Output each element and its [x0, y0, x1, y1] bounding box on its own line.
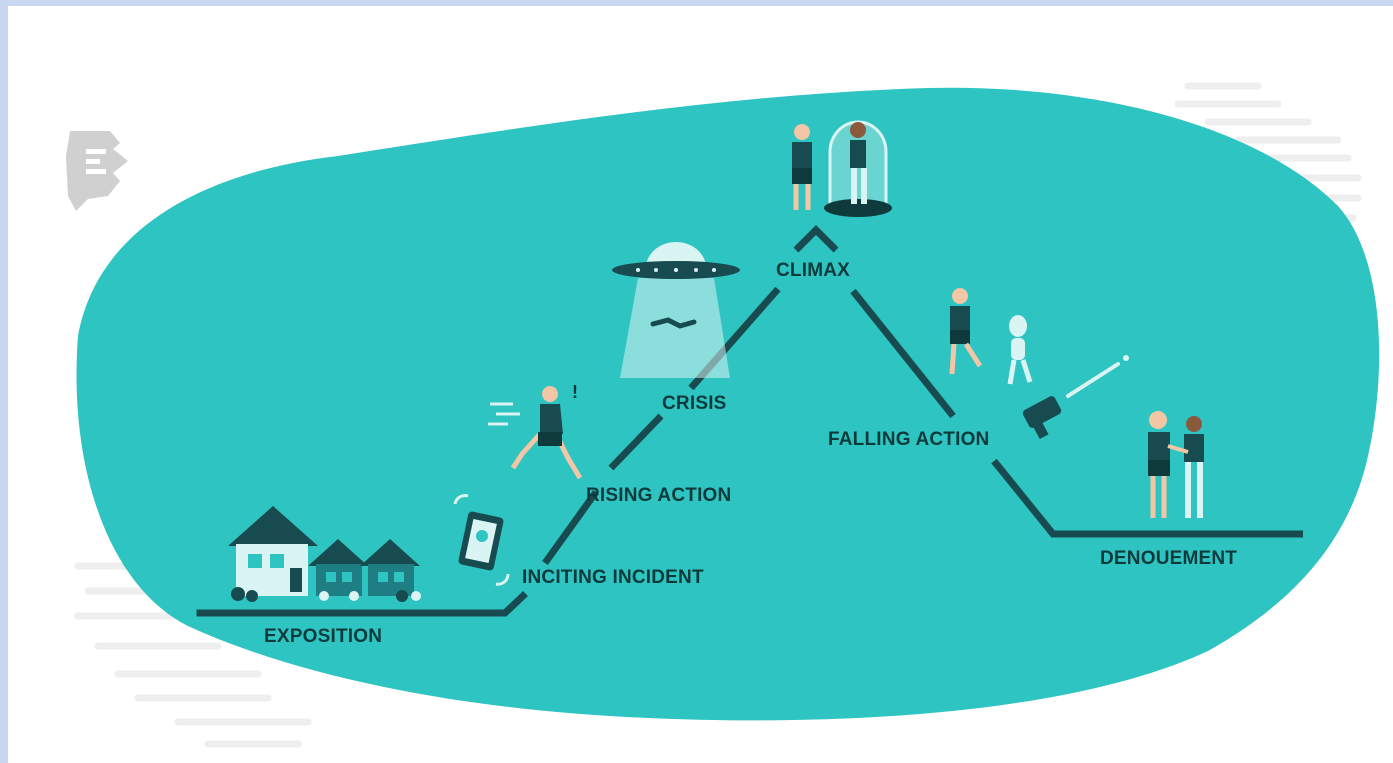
- ray-gun-icon: [1022, 355, 1129, 440]
- diagram-canvas: !: [8, 6, 1393, 763]
- stage-label-falling-action: FALLING ACTION: [828, 429, 990, 450]
- plot-line-segment: [542, 489, 599, 566]
- houses-icon: [228, 506, 421, 602]
- man-and-woman-in-glass-dome-icon: [792, 120, 892, 217]
- ufo-abduction-icon: [612, 242, 740, 378]
- stage-label-rising-action: RISING ACTION: [586, 485, 732, 506]
- plot-line-segment: [850, 288, 956, 419]
- climax-peak-caret: [793, 225, 839, 253]
- stage-label-crisis: CRISIS: [662, 393, 727, 414]
- plot-line-segment: [991, 458, 1303, 538]
- stage-label-climax: CLIMAX: [776, 260, 851, 281]
- man-chasing-alien-icon: [949, 288, 1033, 385]
- logo-e-icon: [66, 131, 128, 211]
- couple-embracing-icon: [1148, 411, 1204, 518]
- plot-line-segment: [608, 413, 664, 471]
- running-man-icon: !: [488, 382, 583, 480]
- stage-label-exposition: EXPOSITION: [264, 626, 383, 647]
- svg-text:!: !: [572, 382, 578, 402]
- stage-label-denouement: DENOUEMENT: [1100, 548, 1238, 569]
- plot-structure-diagram: !: [66, 82, 1380, 748]
- stage-label-inciting-incident: INCITING INCIDENT: [522, 567, 704, 588]
- ringing-phone-icon: [453, 494, 510, 586]
- plot-arc-line: [196, 591, 528, 617]
